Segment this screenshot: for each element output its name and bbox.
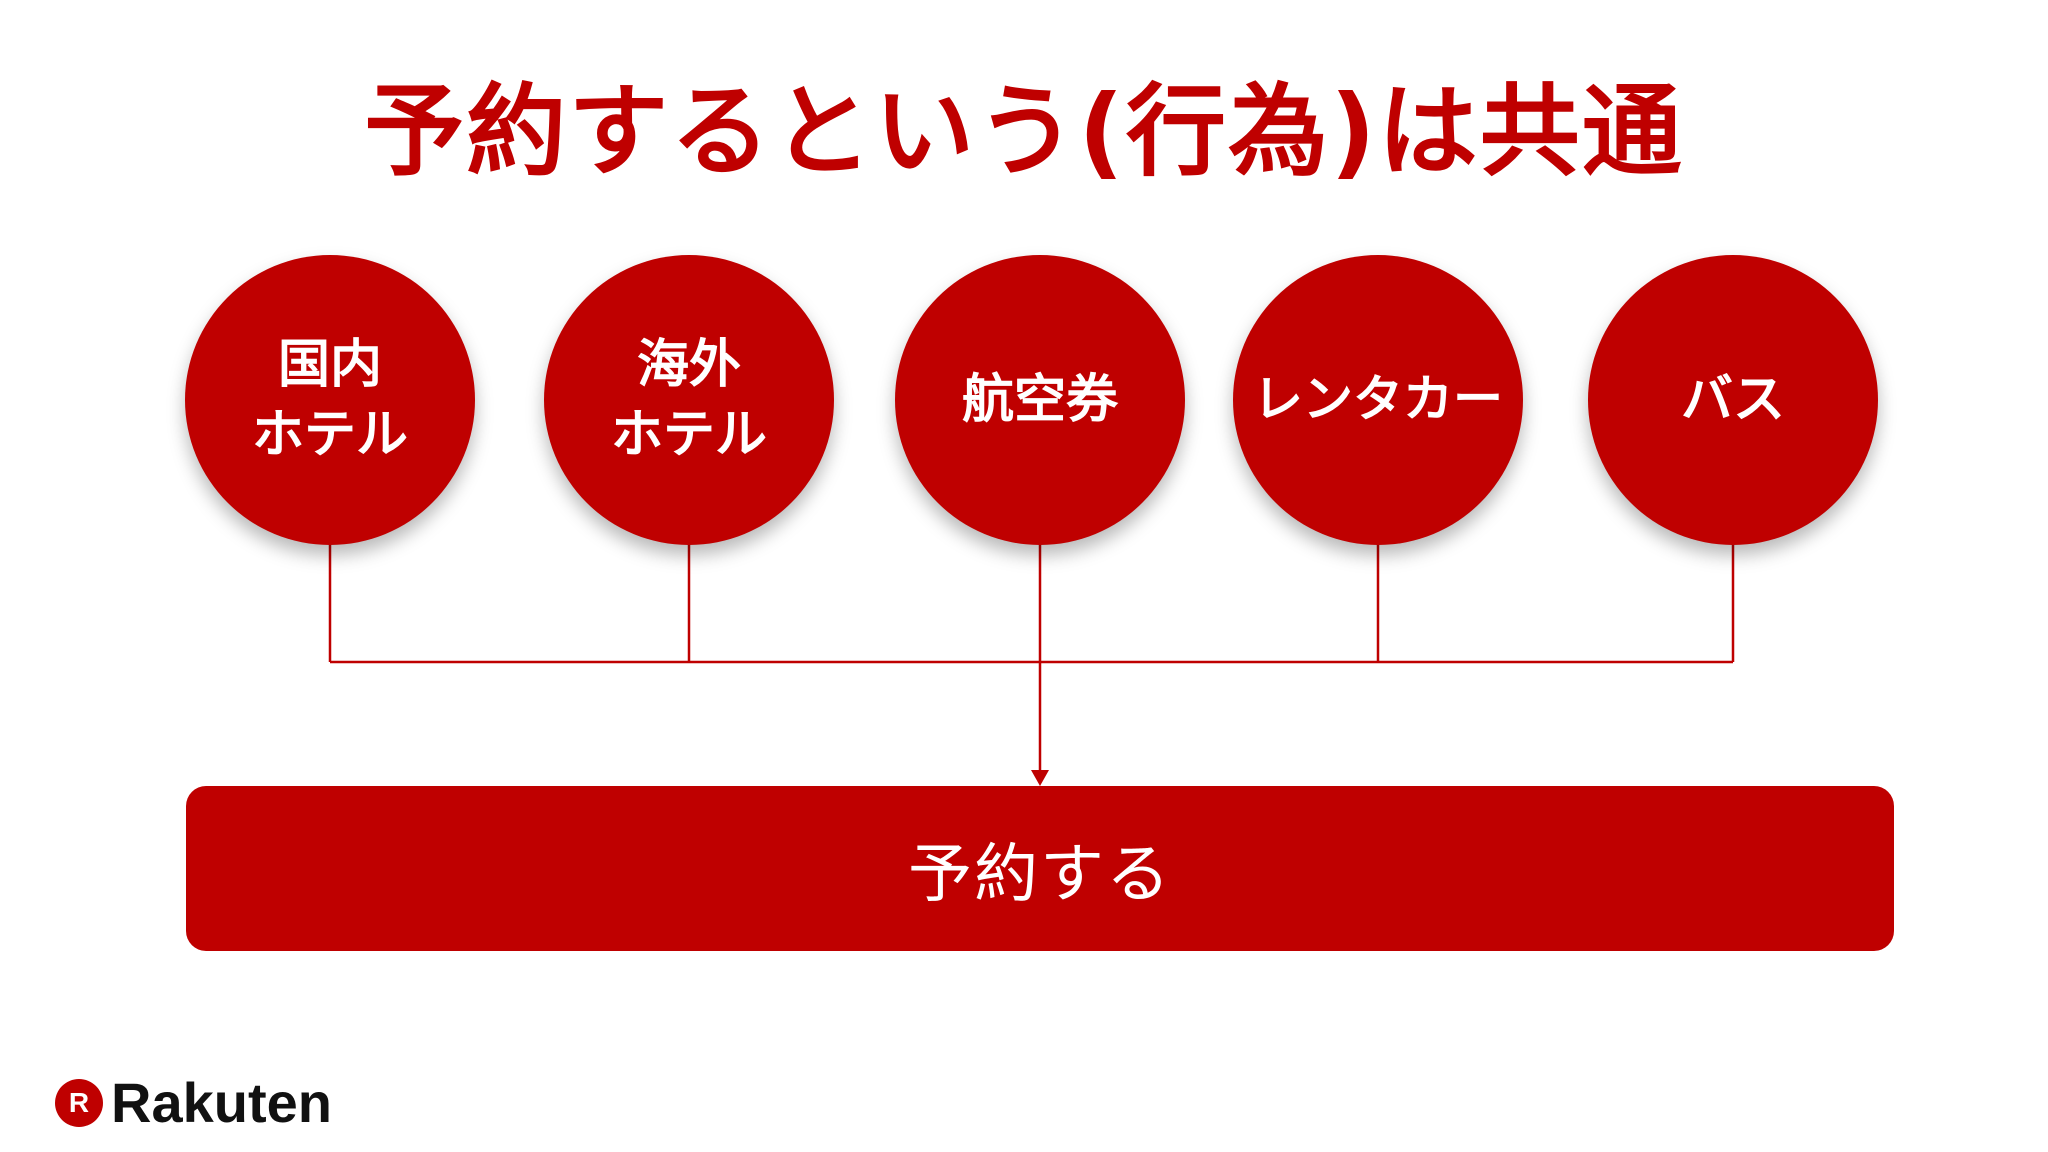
node-label-line: バス <box>1680 369 1785 430</box>
node-label-line: ホテル <box>610 405 767 465</box>
node-koukuuken: 航空券 <box>895 255 1185 545</box>
node-label-line: 海外 <box>636 334 741 395</box>
page-title: 予約するという(行為)は共通 <box>364 73 1684 190</box>
node-kaigai-hotel: 海外 ホテル <box>544 255 834 545</box>
node-kokunai-hotel: 国内 ホテル <box>185 255 475 545</box>
node-label-line: 国内 <box>277 334 382 395</box>
rakuten-logo: R Rakuten <box>55 1070 332 1135</box>
node-label-line: 航空券 <box>961 369 1118 430</box>
node-label-line: ホテル <box>251 405 408 465</box>
arrow-head-icon <box>1031 770 1049 786</box>
target-label: 予約する <box>908 837 1172 912</box>
node-label-line: レンタカー <box>1253 370 1503 429</box>
target-bar-yoyaku-suru: 予約する <box>186 786 1894 951</box>
node-bus: バス <box>1588 255 1878 545</box>
node-rentacar: レンタカー <box>1233 255 1523 545</box>
logo-text: Rakuten <box>111 1071 332 1134</box>
rakuten-mark-icon: R <box>55 1078 103 1127</box>
